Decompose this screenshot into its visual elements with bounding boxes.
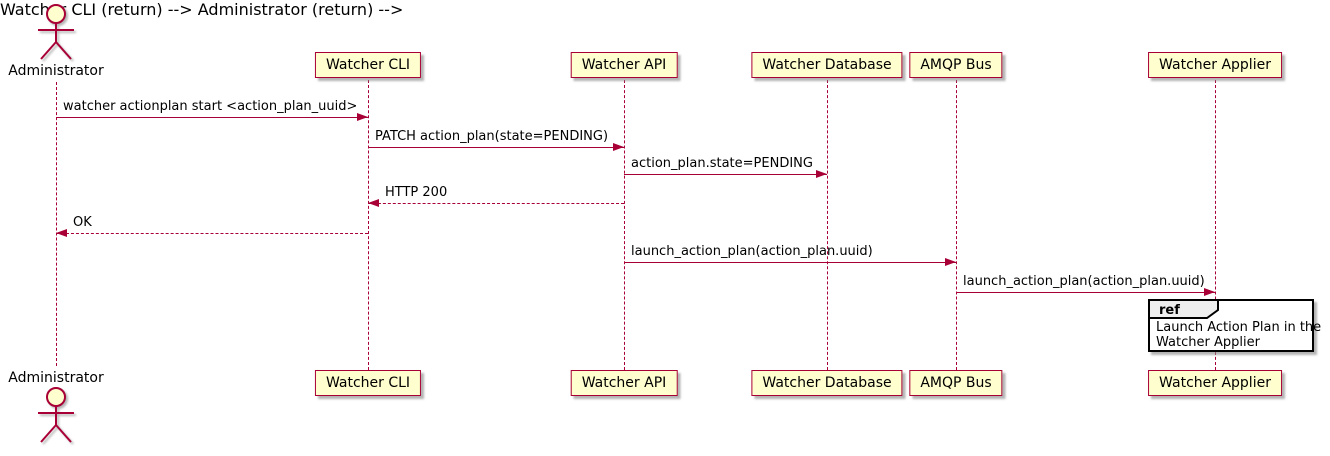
ref-text-line1: Launch Action Plan in the — [1156, 320, 1322, 335]
arrowhead-right-icon — [613, 143, 624, 151]
actor-label-bottom: Administrator — [8, 370, 104, 386]
lifeline-amqp-bus — [956, 80, 957, 370]
participant-watcher-cli-bottom: Watcher CLI — [314, 370, 422, 396]
participant-amqp-bus-top: AMQP Bus — [909, 52, 1003, 78]
message-label: PATCH action_plan(state=PENDING) — [375, 129, 609, 144]
ref-tab-icon: ref — [1148, 299, 1219, 319]
actor-icon — [34, 386, 78, 448]
message-label: HTTP 200 — [385, 185, 448, 200]
message-label: launch_action_plan(action_plan.uuid) — [963, 274, 1205, 289]
ref-text-line2: Watcher Applier — [1156, 335, 1260, 350]
participant-amqp-bus-bottom: AMQP Bus — [909, 370, 1003, 396]
message-label: action_plan.state=PENDING — [631, 156, 813, 171]
message-line — [368, 203, 624, 204]
lifeline-watcher-cli — [368, 80, 369, 370]
message-label: watcher actionplan start <action_plan_uu… — [63, 99, 358, 114]
arrowhead-left-icon — [56, 229, 67, 237]
ref-text: Launch Action Plan in the Watcher Applie… — [1156, 320, 1321, 350]
svg-text:ref: ref — [1159, 303, 1180, 318]
participant-watcher-cli-top: Watcher CLI — [314, 52, 422, 78]
participant-watcher-database-top: Watcher Database — [751, 52, 903, 78]
arrowhead-left-icon — [368, 199, 379, 207]
participant-watcher-applier-bottom: Watcher Applier — [1148, 370, 1282, 396]
ref-fragment: ref Launch Action Plan in the Watcher Ap… — [1148, 299, 1321, 352]
arrowhead-right-icon — [945, 258, 956, 266]
message-line — [624, 262, 956, 263]
lifeline-watcher-database — [827, 80, 828, 370]
actor-label-top: Administrator — [8, 63, 104, 79]
lifeline-watcher-applier — [1215, 80, 1216, 370]
message-line — [56, 117, 368, 118]
message-line — [56, 233, 368, 234]
participant-watcher-applier-top: Watcher Applier — [1148, 52, 1282, 78]
message-line — [624, 174, 827, 175]
lifeline-administrator — [56, 82, 57, 366]
participant-watcher-database-bottom: Watcher Database — [751, 370, 903, 396]
message-label: OK — [73, 215, 92, 230]
message-line — [956, 292, 1215, 293]
participant-watcher-api-bottom: Watcher API — [570, 370, 678, 396]
arrowhead-right-icon — [357, 113, 368, 121]
actor-icon — [34, 3, 78, 65]
arrowhead-right-icon — [1204, 288, 1215, 296]
message-line — [368, 147, 624, 148]
message-label: launch_action_plan(action_plan.uuid) — [631, 244, 873, 259]
arrowhead-right-icon — [816, 170, 827, 178]
lifeline-watcher-api — [624, 80, 625, 370]
participant-watcher-api-top: Watcher API — [570, 52, 678, 78]
